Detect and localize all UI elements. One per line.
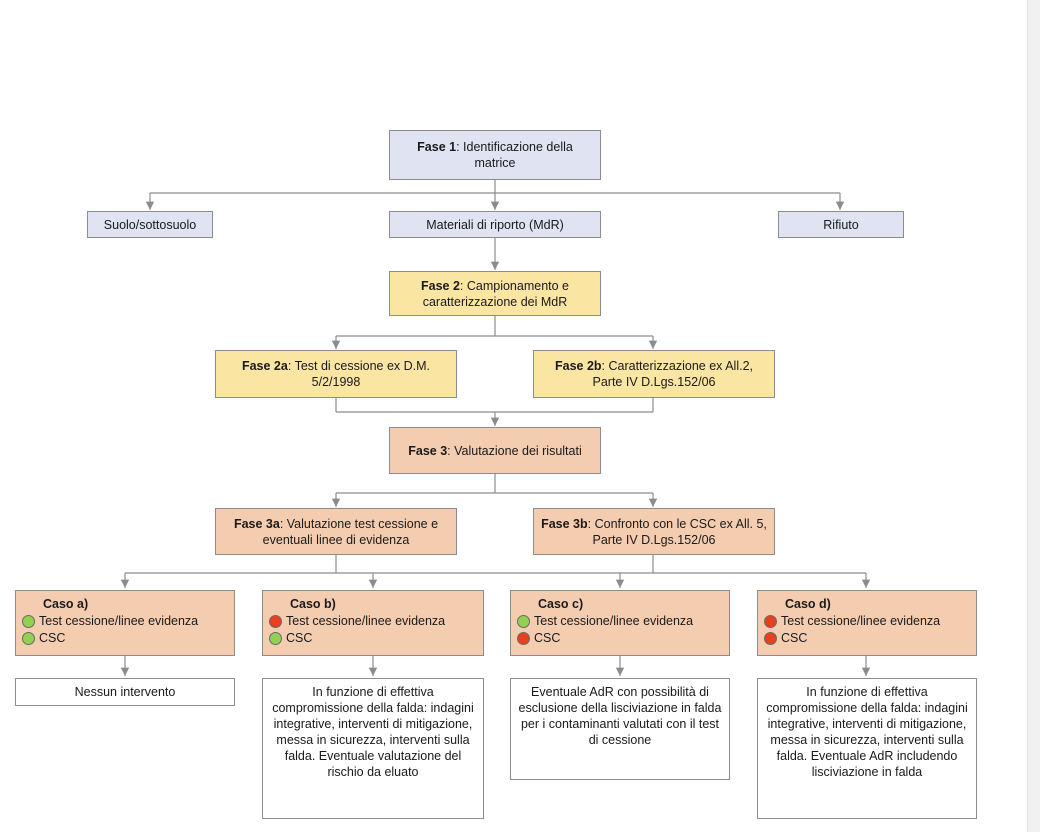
phase1-text: Fase 1: Identificazione della matrice xyxy=(417,140,573,170)
case-a-title: Caso a) xyxy=(43,597,89,611)
case-b-outcome: In funzione di effettiva compromissione … xyxy=(262,678,484,819)
case-c-test-status-icon xyxy=(517,615,530,628)
matrix-suolo-label: Suolo/sottosuolo xyxy=(103,217,197,232)
phase2b-text: Fase 2b: Caratterizzazione ex All.2, Par… xyxy=(554,359,754,389)
case-d-csc-status-icon xyxy=(764,632,777,645)
phase3a-text: Fase 3a: Valutazione test cessione e eve… xyxy=(233,516,439,547)
case-d-title: Caso d) xyxy=(785,597,831,611)
case-c-box: Caso c) Test cessione/linee evidenza CSC xyxy=(510,590,730,656)
phase2b-box: Fase 2b: Caratterizzazione ex All.2, Par… xyxy=(533,350,775,398)
case-a-test-status-icon xyxy=(22,615,35,628)
matrix-mdr-label: Materiali di riporto (MdR) xyxy=(426,217,564,232)
case-b-csc-row: CSC xyxy=(269,630,477,647)
phase2a-box: Fase 2a: Test di cessione ex D.M. 5/2/19… xyxy=(215,350,457,398)
case-b-test-label: Test cessione/linee evidenza xyxy=(286,614,446,628)
case-a-csc-status-icon xyxy=(22,632,35,645)
case-d-test-row: Test cessione/linee evidenza xyxy=(764,613,970,630)
phase3a-box: Fase 3a: Valutazione test cessione e eve… xyxy=(215,508,457,555)
case-b-csc-label: CSC xyxy=(286,631,313,645)
case-d-test-status-icon xyxy=(764,615,777,628)
matrix-rifiuto-label: Rifiuto xyxy=(823,217,859,232)
matrix-rifiuto-box: Rifiuto xyxy=(778,211,904,238)
case-d-csc-row: CSC xyxy=(764,630,970,647)
phase3-text: Fase 3: Valutazione dei risultati xyxy=(408,443,582,458)
case-b-test-row: Test cessione/linee evidenza xyxy=(269,613,477,630)
phase2a-text: Fase 2a: Test di cessione ex D.M. 5/2/19… xyxy=(241,359,431,389)
case-a-outcome: Nessun intervento xyxy=(15,678,235,706)
case-a-csc-label: CSC xyxy=(39,631,66,645)
phase2-box: Fase 2: Campionamento e caratterizzazion… xyxy=(389,271,601,316)
case-a-csc-row: CSC xyxy=(22,630,228,647)
case-c-title: Caso c) xyxy=(538,597,584,611)
case-d-box: Caso d) Test cessione/linee evidenza CSC xyxy=(757,590,977,656)
case-c-test-row: Test cessione/linee evidenza xyxy=(517,613,723,630)
case-a-test-label: Test cessione/linee evidenza xyxy=(39,614,199,628)
case-a-box: Caso a) Test cessione/linee evidenza CSC xyxy=(15,590,235,656)
case-b-csc-status-icon xyxy=(269,632,282,645)
case-d-outcome: In funzione di effettiva compromissione … xyxy=(757,678,977,819)
matrix-suolo-box: Suolo/sottosuolo xyxy=(87,211,213,238)
case-b-title: Caso b) xyxy=(290,597,336,611)
case-c-csc-status-icon xyxy=(517,632,530,645)
case-a-test-row: Test cessione/linee evidenza xyxy=(22,613,228,630)
case-d-csc-label: CSC xyxy=(781,631,808,645)
matrix-mdr-box: Materiali di riporto (MdR) xyxy=(389,211,601,238)
phase3-box: Fase 3: Valutazione dei risultati xyxy=(389,427,601,474)
case-c-test-label: Test cessione/linee evidenza xyxy=(534,614,694,628)
phase1-box: Fase 1: Identificazione della matrice xyxy=(389,130,601,180)
phase2-text: Fase 2: Campionamento e caratterizzazion… xyxy=(420,278,569,309)
vertical-scrollbar[interactable] xyxy=(1027,0,1040,832)
phase3b-text: Fase 3b: Confronto con le CSC ex All. 5,… xyxy=(541,516,767,547)
case-c-outcome: Eventuale AdR con possibilità di esclusi… xyxy=(510,678,730,780)
case-b-box: Caso b) Test cessione/linee evidenza CSC xyxy=(262,590,484,656)
phase3b-box: Fase 3b: Confronto con le CSC ex All. 5,… xyxy=(533,508,775,555)
case-d-test-label: Test cessione/linee evidenza xyxy=(781,614,941,628)
case-c-csc-row: CSC xyxy=(517,630,723,647)
case-b-test-status-icon xyxy=(269,615,282,628)
case-c-csc-label: CSC xyxy=(534,631,561,645)
